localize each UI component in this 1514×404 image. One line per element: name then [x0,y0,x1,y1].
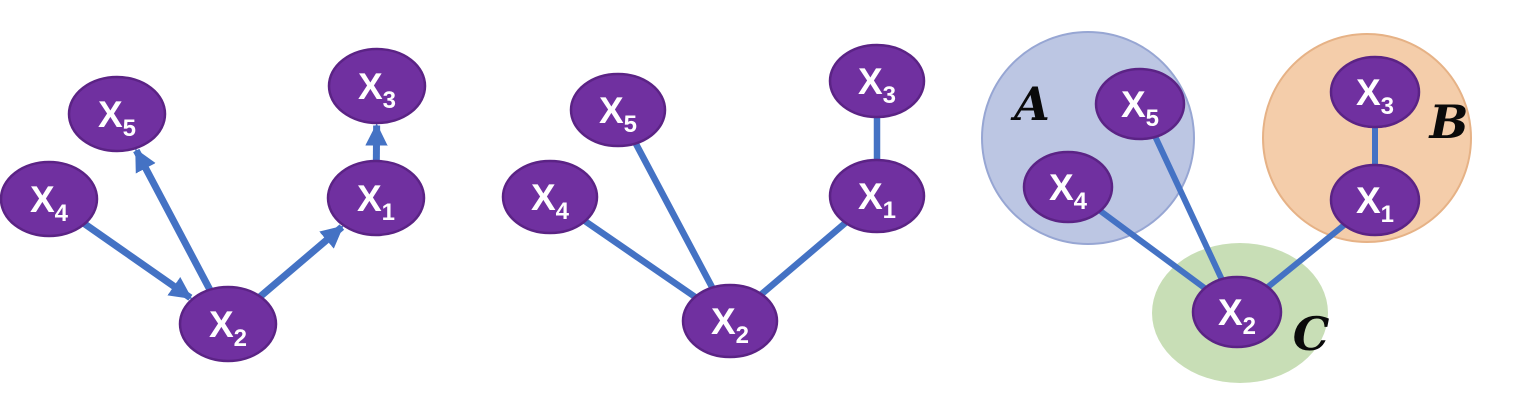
node-x4 [501,159,599,235]
node-label-x1: X1 [1356,180,1394,228]
node-x2 [178,285,278,363]
node-label-x4: X4 [1049,167,1088,215]
node-x2 [681,283,779,359]
node-x5 [1094,67,1186,141]
node-x1 [326,159,426,237]
node-label-x5: X5 [1121,84,1159,132]
region-label-C: C [1293,307,1330,361]
edge-x5-x2 [1137,102,1240,314]
node-x2 [1191,275,1283,349]
node-x4 [1022,150,1114,224]
node-label-x3: X3 [858,61,896,109]
region-label-A: A [1010,77,1050,131]
node-label-x2: X2 [209,304,247,352]
node-x3 [828,43,926,119]
region-label-B: B [1428,95,1469,149]
node-x5 [67,75,167,153]
node-label-x3: X3 [358,66,396,114]
node-label-x3: X3 [1356,72,1394,120]
node-label-x2: X2 [1218,292,1256,340]
node-label-x5: X5 [599,90,637,138]
node-x1 [828,158,926,234]
node-label-x2: X2 [711,301,749,349]
edge-x5-x2 [615,108,733,323]
node-label-x4: X4 [531,177,570,225]
node-label-x1: X1 [357,178,395,226]
node-label-x5: X5 [98,94,136,142]
node-x5 [569,72,667,148]
node-x3 [327,47,427,125]
node-label-x4: X4 [30,179,69,227]
node-label-x1: X1 [858,176,896,224]
node-x4 [0,160,99,238]
node-x3 [1329,55,1421,129]
node-x1 [1329,163,1421,237]
